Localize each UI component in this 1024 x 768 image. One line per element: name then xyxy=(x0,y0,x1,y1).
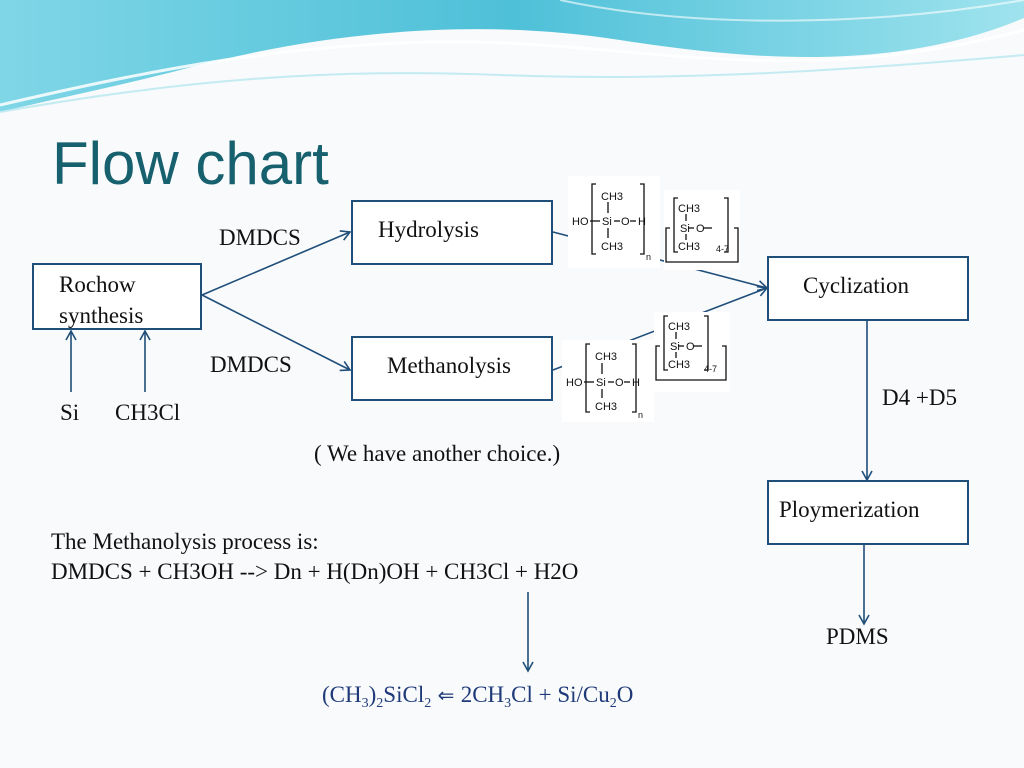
pdms-label: PDMS xyxy=(826,624,889,649)
polymerization-label: Ploymerization xyxy=(779,497,920,522)
mol1-ch3-top: CH3 xyxy=(601,191,623,203)
cyclization-box: Cyclization xyxy=(767,256,969,321)
mol4-n: n xyxy=(638,410,643,420)
methanolysis-box: Methanolysis xyxy=(351,336,553,401)
eq-part-4: 2CH xyxy=(460,682,505,707)
mol3-ch3-bottom: CH3 xyxy=(668,359,690,371)
ch3cl-label: CH3Cl xyxy=(115,400,181,425)
rochow-synthesis-box: Rochow synthesis xyxy=(32,263,202,330)
mol1-ho: HO xyxy=(572,216,589,228)
mol4-ch3-bottom: CH3 xyxy=(595,401,617,413)
eq-sub-4: 3 xyxy=(504,696,512,711)
eq-part-1: (CH xyxy=(322,682,362,707)
eq-sub-2: 2 xyxy=(376,696,384,711)
another-choice-note: ( We have another choice.) xyxy=(314,441,561,466)
linear-siloxanol-structure-top: CH3 HO Si O H CH3 n xyxy=(568,176,660,268)
mol2-ch3-bottom: CH3 xyxy=(678,241,700,253)
eq-part-3: SiCl xyxy=(383,682,425,707)
rochow-line2: synthesis xyxy=(59,303,144,328)
methanolysis-process-heading: The Methanolysis process is: xyxy=(51,529,319,554)
mol2-range: 4-7 xyxy=(716,244,729,254)
eq-part-2: ) xyxy=(368,682,377,707)
rochow-line1: Rochow xyxy=(59,272,136,297)
mol3-si: Si xyxy=(670,341,680,353)
mol2-si: Si xyxy=(680,223,690,235)
mol4-ho: HO xyxy=(566,377,583,389)
mol4-h: H xyxy=(632,377,640,389)
mol1-n: n xyxy=(646,252,651,262)
arrow-rochow-to-hydrolysis xyxy=(201,230,352,296)
rochow-reaction-equation: (CH3)2SiCl2 ⇐ 2CH3Cl + Si/Cu2O xyxy=(322,681,634,711)
cyclic-siloxane-structure-bottom: CH3 Si O CH3 4-7 xyxy=(654,312,730,392)
arrow-rochow-to-methanolysis xyxy=(201,294,352,372)
mol3-ch3-top: CH3 xyxy=(668,321,690,333)
dmdcs-bottom-label: DMDCS xyxy=(210,352,292,377)
slide-title: Flow chart xyxy=(52,130,329,197)
polymerization-box: Ploymerization xyxy=(767,480,969,545)
eq-part-6: O xyxy=(616,682,634,707)
eq-sub-1: 3 xyxy=(361,696,369,711)
mol1-h: H xyxy=(638,216,646,228)
mol3-range: 4-7 xyxy=(704,364,717,374)
mol1-o: O xyxy=(621,216,630,228)
left-arrow-icon: ⇐ xyxy=(431,683,461,707)
eq-part-5: Cl + Si/Cu xyxy=(511,682,610,707)
header-wave xyxy=(0,0,1024,113)
dmdcs-top-label: DMDCS xyxy=(219,225,301,250)
d4-d5-label: D4 +D5 xyxy=(882,385,957,410)
eq-sub-5: 2 xyxy=(609,696,617,711)
mol4-si: Si xyxy=(596,377,606,389)
mol2-o: O xyxy=(696,223,705,235)
hydrolysis-label: Hydrolysis xyxy=(378,217,479,242)
cyclic-siloxane-structure-top: CH3 Si O CH3 4-7 xyxy=(664,190,740,270)
eq-sub-3: 2 xyxy=(424,696,432,711)
mol1-si: Si xyxy=(602,216,612,228)
cyclization-label: Cyclization xyxy=(803,273,910,298)
si-label: Si xyxy=(60,400,80,425)
linear-siloxanol-structure-bottom: CH3 HO Si O H CH3 n xyxy=(562,340,654,422)
mol3-o: O xyxy=(686,341,695,353)
mol2-ch3-top: CH3 xyxy=(678,203,700,215)
methanolysis-label: Methanolysis xyxy=(387,353,511,378)
methanolysis-reaction: DMDCS + CH3OH --> Dn + H(Dn)OH + CH3Cl +… xyxy=(51,559,579,584)
mol4-ch3-top: CH3 xyxy=(595,351,617,363)
mol1-ch3-bottom: CH3 xyxy=(601,241,623,253)
mol4-o: O xyxy=(615,377,624,389)
hydrolysis-box: Hydrolysis xyxy=(351,200,553,265)
